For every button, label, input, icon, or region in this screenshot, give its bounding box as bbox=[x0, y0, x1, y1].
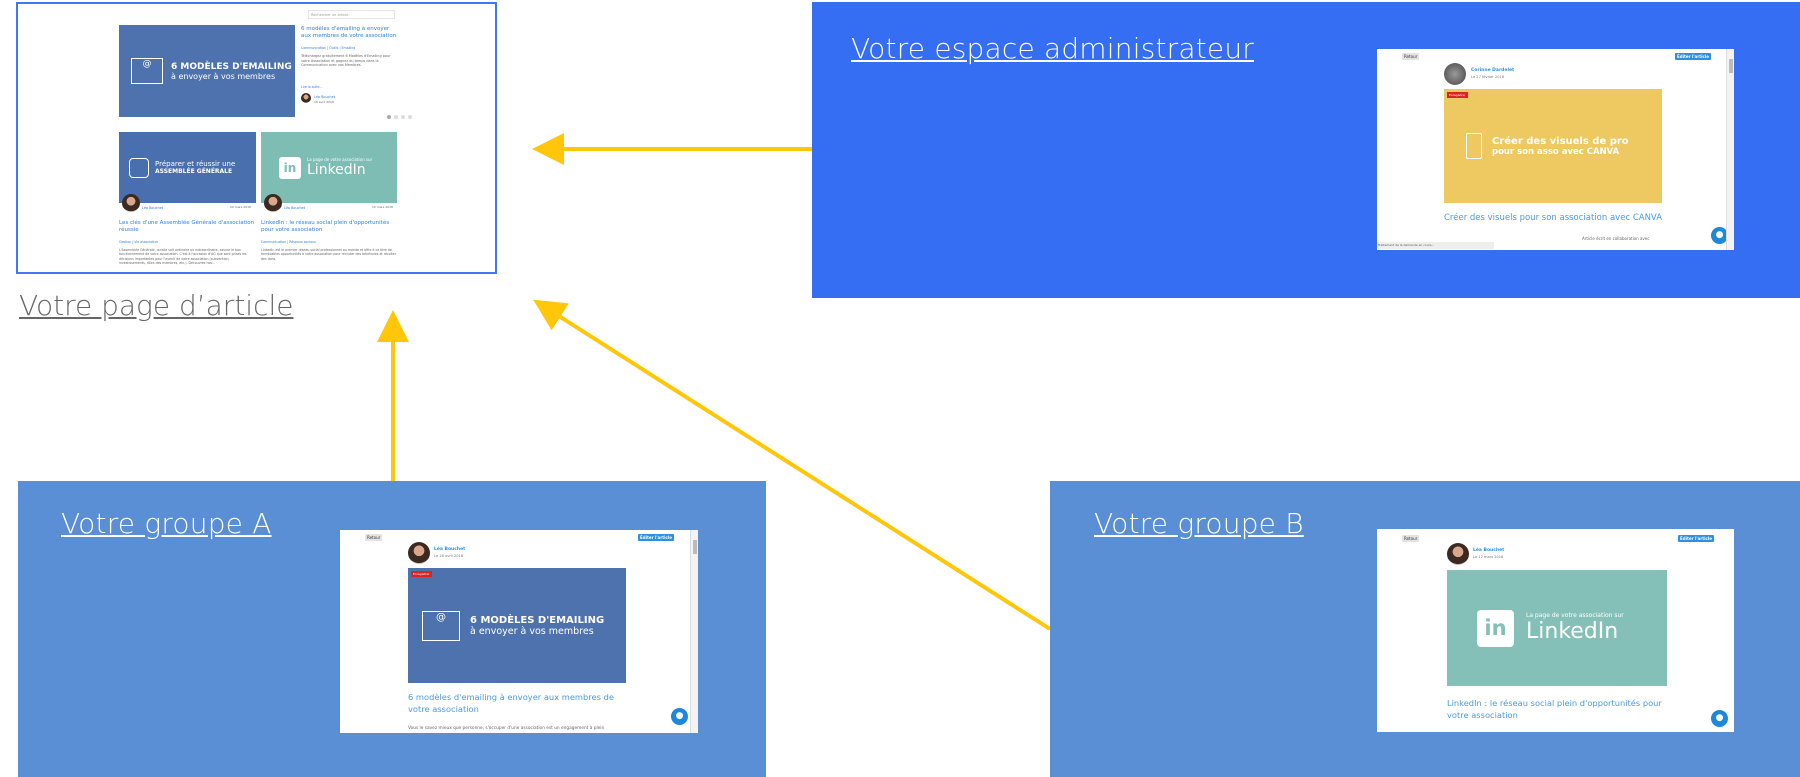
author-name[interactable]: Léa Bouchet bbox=[1473, 548, 1505, 553]
author-name[interactable]: Léa Bouchet bbox=[434, 547, 466, 552]
image-caption: LinkedIn bbox=[1526, 619, 1619, 644]
group-a-preview[interactable]: Retour Éditer l'article Léa Bouchet Le 1… bbox=[340, 530, 698, 733]
article-intro: Article écrit en collaboration avec bbox=[1582, 236, 1650, 241]
admin-preview[interactable]: Retour Éditer l'article Corinne Dardelet… bbox=[1377, 49, 1734, 250]
avatar bbox=[1447, 543, 1469, 565]
edit-article-button[interactable]: Éditer l'article bbox=[1675, 53, 1711, 60]
group-b-title[interactable]: Votre groupe B bbox=[1094, 507, 1304, 540]
date: 16 avril 2018 bbox=[314, 100, 334, 104]
article-title: 6 modèles d'emailing à envoyer aux membr… bbox=[408, 692, 614, 714]
linkedin-icon: in bbox=[279, 156, 301, 179]
featured-excerpt: Téléchargez gratuitement 6 Modèles d'Ema… bbox=[301, 54, 391, 68]
group-b-panel: Votre groupe B Retour Éditer l'article L… bbox=[1050, 481, 1800, 777]
image-caption: Préparer et réussir une bbox=[155, 160, 236, 168]
group-a-title[interactable]: Votre groupe A bbox=[61, 507, 272, 540]
envelope-icon: @ bbox=[422, 610, 460, 641]
image-caption: 6 MODÈLES D'EMAILING bbox=[470, 614, 605, 626]
back-button[interactable]: Retour bbox=[1402, 53, 1420, 60]
pencil-cup-icon bbox=[1466, 133, 1482, 159]
article-title: Créer des visuels pour son association a… bbox=[1444, 213, 1663, 223]
article-title: LinkedIn : le réseau social plein d'oppo… bbox=[1447, 698, 1662, 720]
date: Le 16 avril 2018 bbox=[434, 554, 464, 558]
date: 12 mars 2018 bbox=[372, 205, 393, 209]
chat-button[interactable]: ● bbox=[1711, 710, 1728, 727]
admin-title[interactable]: Votre espace administrateur bbox=[851, 32, 1254, 65]
group-b-preview[interactable]: Retour Éditer l'article Léa Bouchet Le 1… bbox=[1377, 529, 1734, 732]
save-badge[interactable]: Enregistrer bbox=[411, 571, 432, 577]
image-caption: à envoyer à vos membres bbox=[470, 625, 594, 637]
image-caption: à envoyer à vos membres bbox=[171, 71, 276, 81]
card-title[interactable]: Les clés d'une Assemblée Générale d'asso… bbox=[119, 220, 255, 233]
back-button[interactable]: Retour bbox=[1402, 535, 1420, 542]
article-page-label[interactable]: Votre page d’article bbox=[19, 289, 294, 322]
image-caption: La page de votre association sur bbox=[1526, 612, 1624, 619]
arrow-group-b-to-article bbox=[533, 299, 1052, 631]
image-caption: LinkedIn bbox=[307, 162, 366, 178]
card-excerpt: LinkedIn est le premier réseau social pr… bbox=[261, 248, 397, 261]
image-caption: La page de votre association sur bbox=[307, 157, 373, 162]
back-button[interactable]: Retour bbox=[365, 534, 383, 541]
search-input[interactable]: Rechercher un article bbox=[308, 10, 395, 19]
avatar bbox=[122, 194, 140, 212]
chat-button[interactable]: ● bbox=[671, 708, 688, 725]
envelope-icon: @ bbox=[131, 58, 163, 84]
image-caption: ASSEMBLÉE GÉNÉRALE bbox=[155, 168, 233, 175]
image-caption: pour son asso avec CANVA bbox=[1492, 146, 1620, 157]
scrollbar[interactable] bbox=[1726, 49, 1734, 250]
author-name[interactable]: Léa Bouchet bbox=[314, 95, 336, 99]
status-bar: Traitement de la demande en cours... bbox=[1377, 242, 1494, 249]
edit-article-button[interactable]: Éditer l'article bbox=[638, 534, 674, 541]
group-a-panel: Votre groupe A Retour Éditer l'article L… bbox=[18, 481, 766, 777]
card-tags[interactable]: Gestion | Vie associative bbox=[119, 240, 159, 244]
avatar bbox=[301, 93, 311, 103]
date: 20 mars 2018 bbox=[230, 205, 251, 209]
read-more-link[interactable]: Lire la suite... bbox=[301, 85, 323, 89]
scrollbar[interactable] bbox=[690, 530, 698, 733]
article-page-preview[interactable]: Rechercher un article @ 6 MODÈLES D'EMAI… bbox=[16, 2, 497, 274]
author-name[interactable]: Léa Bouchet bbox=[284, 206, 306, 210]
hand-icon bbox=[129, 157, 149, 178]
chat-button[interactable]: ● bbox=[1711, 227, 1728, 244]
card-title[interactable]: LinkedIn : le réseau social plein d'oppo… bbox=[261, 220, 390, 233]
carousel-dots[interactable] bbox=[387, 115, 412, 119]
date: Le 12 mars 2018 bbox=[1473, 555, 1504, 559]
admin-panel: Votre espace administrateur Retour Édite… bbox=[812, 2, 1800, 298]
card-tags[interactable]: Communication | Réseaux sociaux bbox=[261, 240, 316, 244]
avatar bbox=[1444, 63, 1466, 85]
image-caption: Créer des visuels de pro bbox=[1492, 135, 1629, 147]
article-intro: Vous le savez mieux que personne, s'occu… bbox=[408, 726, 605, 731]
image-caption: 6 MODÈLES D'EMAILING bbox=[171, 61, 292, 72]
author-name[interactable]: Corinne Dardelet bbox=[1471, 68, 1515, 73]
featured-tags[interactable]: Communication | Outils | Emailing bbox=[301, 46, 356, 50]
avatar bbox=[264, 194, 282, 212]
save-badge[interactable]: Enregistrer bbox=[1447, 92, 1468, 98]
author-name[interactable]: Léa Bouchet bbox=[142, 206, 164, 210]
card-excerpt: L'Assemblée Générale, qu'elle soit ordin… bbox=[119, 248, 247, 266]
featured-title[interactable]: 6 modèles d'emailing à envoyer aux membr… bbox=[301, 26, 397, 39]
avatar bbox=[408, 542, 430, 564]
edit-article-button[interactable]: Éditer l'article bbox=[1678, 535, 1714, 542]
linkedin-icon: in bbox=[1477, 609, 1514, 647]
date: Le 27 février 2018 bbox=[1471, 75, 1505, 79]
